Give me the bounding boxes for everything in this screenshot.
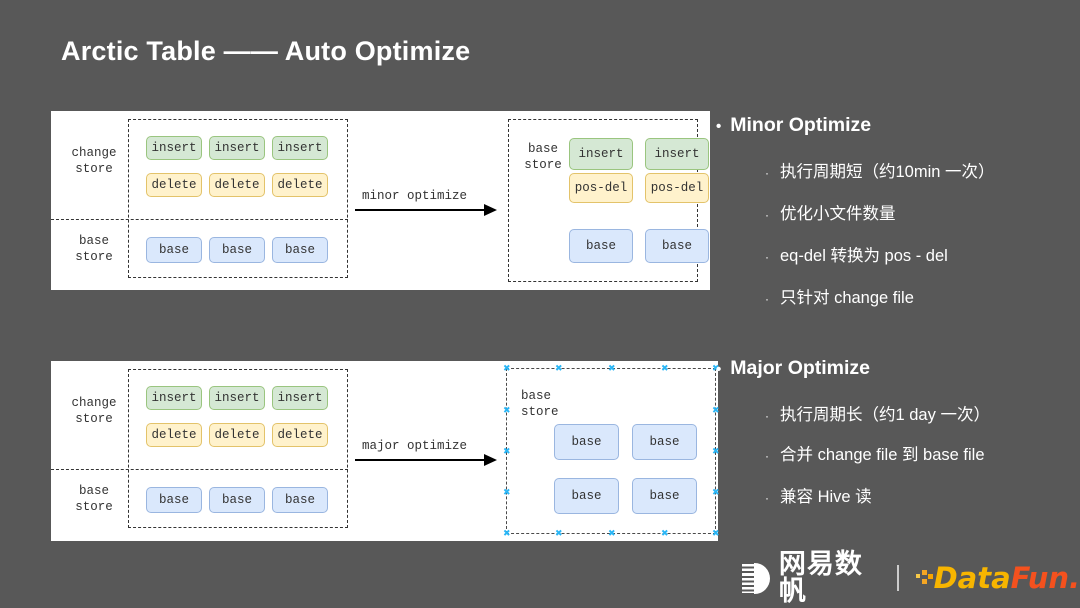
sub-bullet-icon: · xyxy=(765,166,769,180)
major-right-base-store-label: base store xyxy=(521,389,559,419)
selection-handle-right-q3[interactable] xyxy=(712,489,719,496)
major-right-base-box-2: base xyxy=(632,424,697,460)
major-optimize-heading: • Major Optimize xyxy=(716,357,870,380)
major-item-3-label: 兼容 Hive 读 xyxy=(780,488,872,506)
minor-optimize-arrow-label: minor optimize xyxy=(362,189,468,203)
datafun-data-label: Data xyxy=(933,560,1011,595)
minor-left-insert-box-3: insert xyxy=(272,136,328,160)
selection-handle-right-q1[interactable] xyxy=(712,407,719,414)
major-right-group-selection-box[interactable] xyxy=(506,368,716,534)
sub-bullet-icon: · xyxy=(765,208,769,222)
minor-item-3-label: eq-del 转换为 pos - del xyxy=(780,247,948,265)
bullet-icon: • xyxy=(716,118,722,135)
minor-item-4-label: 只针对 change file xyxy=(780,289,914,307)
major-right-base-box-4: base xyxy=(632,478,697,514)
minor-left-change-store-label: change store xyxy=(71,146,117,176)
minor-optimize-diagram-panel: change store base store insert insert in… xyxy=(51,111,710,290)
minor-right-base-store-label: base store xyxy=(524,142,562,172)
major-left-store-divider xyxy=(51,469,348,470)
minor-left-insert-box-1: insert xyxy=(146,136,202,160)
minor-left-base-box-3: base xyxy=(272,237,328,263)
major-item-2: · 合并 change file 到 base file xyxy=(765,441,985,465)
minor-right-posdel-box-1: pos-del xyxy=(569,173,633,203)
major-left-delete-box-3: delete xyxy=(272,423,328,447)
minor-left-base-store-label: base store xyxy=(75,234,113,264)
datafun-logo: Data Fun. xyxy=(915,560,1080,595)
major-left-base-box-2: base xyxy=(209,487,265,513)
major-item-1: · 执行周期长（约1 day 一次） xyxy=(765,401,990,425)
sub-bullet-icon: · xyxy=(765,449,769,463)
major-left-base-store-label: base store xyxy=(75,484,113,514)
selection-handle-bottom-left[interactable] xyxy=(503,530,510,537)
major-left-base-box-1: base xyxy=(146,487,202,513)
sub-bullet-icon: · xyxy=(765,491,769,505)
sub-bullet-icon: · xyxy=(765,292,769,306)
page-title: Arctic Table —— Auto Optimize xyxy=(61,36,471,66)
minor-optimize-arrow-head xyxy=(484,204,497,216)
footer-divider xyxy=(896,565,899,591)
bullet-icon: • xyxy=(716,361,722,378)
major-item-1-label: 执行周期长（约1 day 一次） xyxy=(780,406,990,424)
minor-optimize-arrow-line xyxy=(355,209,485,211)
major-left-group-box xyxy=(128,369,348,528)
minor-optimize-heading: • Minor Optimize xyxy=(716,114,871,137)
minor-optimize-heading-label: Minor Optimize xyxy=(730,114,872,136)
major-left-delete-box-1: delete xyxy=(146,423,202,447)
minor-right-insert-box-1: insert xyxy=(569,138,633,170)
minor-left-base-box-1: base xyxy=(146,237,202,263)
minor-item-4: · 只针对 change file xyxy=(765,284,914,308)
major-optimize-arrow-label: major optimize xyxy=(362,439,468,453)
major-left-insert-box-2: insert xyxy=(209,386,265,410)
minor-left-delete-box-1: delete xyxy=(146,173,202,197)
selection-handle-top-center[interactable] xyxy=(608,365,615,372)
major-optimize-diagram-panel: change store base store insert insert in… xyxy=(51,361,718,541)
minor-left-group-box xyxy=(128,119,348,278)
minor-item-1-label: 执行周期短（约10min 一次） xyxy=(780,163,995,181)
major-left-base-box-3: base xyxy=(272,487,328,513)
major-right-base-box-1: base xyxy=(554,424,619,460)
minor-item-2: · 优化小文件数量 xyxy=(765,200,896,224)
netease-brand-label: 网易数帆 xyxy=(778,549,863,606)
minor-item-2-label: 优化小文件数量 xyxy=(780,205,896,223)
datafun-dots-icon xyxy=(915,568,933,588)
major-left-insert-box-3: insert xyxy=(272,386,328,410)
major-item-3: · 兼容 Hive 读 xyxy=(765,483,872,507)
selection-handle-left-q3[interactable] xyxy=(503,489,510,496)
minor-right-base-box-2: base xyxy=(645,229,709,263)
minor-right-insert-box-2: insert xyxy=(645,138,709,170)
major-left-change-store-label: change store xyxy=(71,396,117,426)
minor-item-3: · eq-del 转换为 pos - del xyxy=(765,242,948,266)
selection-handle-bottom-q3[interactable] xyxy=(661,530,668,537)
minor-right-base-box-1: base xyxy=(569,229,633,263)
selection-handle-top-left[interactable] xyxy=(503,365,510,372)
selection-handle-top-q1[interactable] xyxy=(555,365,562,372)
major-optimize-arrow-line xyxy=(355,459,485,461)
selection-handle-left-q1[interactable] xyxy=(503,407,510,414)
selection-handle-bottom-right[interactable] xyxy=(712,530,719,537)
datafun-fun-label: Fun. xyxy=(1010,560,1080,595)
minor-item-1: · 执行周期短（约10min 一次） xyxy=(765,158,995,182)
selection-handle-mid-right[interactable] xyxy=(712,448,719,455)
minor-left-delete-box-2: delete xyxy=(209,173,265,197)
sub-bullet-icon: · xyxy=(765,250,769,264)
selection-handle-bottom-center[interactable] xyxy=(608,530,615,537)
minor-left-delete-box-3: delete xyxy=(272,173,328,197)
netease-logo-icon xyxy=(742,562,770,594)
selection-handle-top-q3[interactable] xyxy=(661,365,668,372)
selection-handle-mid-left[interactable] xyxy=(503,448,510,455)
minor-right-posdel-box-2: pos-del xyxy=(645,173,709,203)
footer-logo-bar: 网易数帆 Data Fun. xyxy=(742,551,1080,605)
major-left-insert-box-1: insert xyxy=(146,386,202,410)
major-left-delete-box-2: delete xyxy=(209,423,265,447)
minor-left-store-divider xyxy=(51,219,348,220)
minor-left-base-box-2: base xyxy=(209,237,265,263)
major-item-2-label: 合并 change file 到 base file xyxy=(780,446,985,464)
major-optimize-arrow-head xyxy=(484,454,497,466)
major-optimize-heading-label: Major Optimize xyxy=(730,357,871,379)
major-right-base-box-3: base xyxy=(554,478,619,514)
minor-left-insert-box-2: insert xyxy=(209,136,265,160)
selection-handle-bottom-q1[interactable] xyxy=(555,530,562,537)
sub-bullet-icon: · xyxy=(765,409,769,423)
